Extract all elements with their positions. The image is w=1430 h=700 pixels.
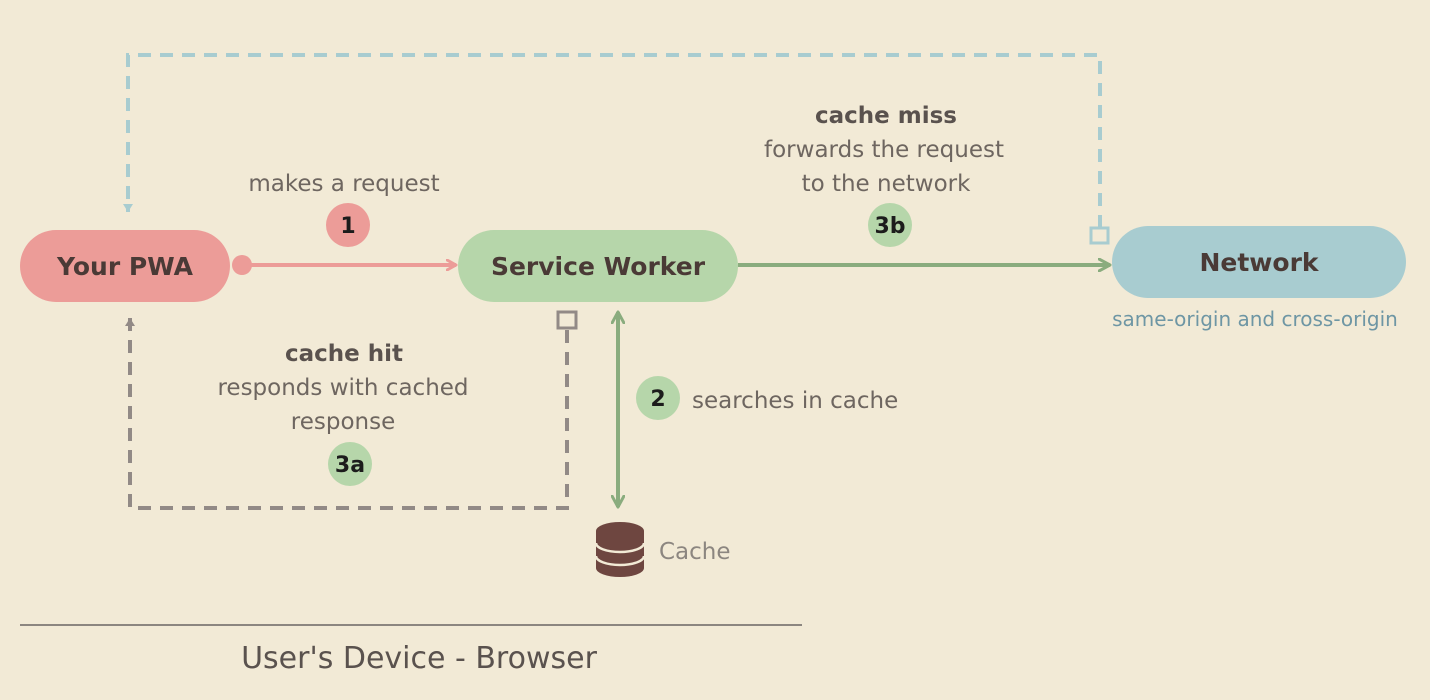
node-your-pwa: Your PWA — [20, 230, 230, 302]
step-2-badge-text: 2 — [650, 387, 665, 412]
step-1-label: makes a request — [248, 171, 439, 197]
step-3b-title: cache miss — [815, 103, 957, 129]
step-1-badge: 1 — [326, 203, 370, 247]
request-start-dot — [232, 255, 252, 275]
cache-hit-path — [125, 310, 578, 510]
node-network: Network — [1112, 226, 1406, 298]
step-3b-line-1: forwards the request — [764, 137, 1004, 163]
step-3a-badge-text: 3a — [335, 453, 365, 478]
database-icon — [594, 522, 646, 577]
node-your-pwa-label: Your PWA — [56, 252, 194, 281]
node-network-label: Network — [1199, 248, 1319, 277]
step-3a-badge: 3a — [328, 442, 372, 486]
request-arrow — [232, 255, 456, 275]
network-sublabel: same-origin and cross-origin — [1112, 307, 1398, 331]
step-3a-title: cache hit — [285, 341, 403, 367]
step-3b-badge: 3b — [868, 203, 912, 247]
network-return-path — [123, 53, 1110, 245]
network-return-start-marker — [1089, 226, 1110, 245]
cache-label: Cache — [659, 539, 731, 565]
step-1-badge-text: 1 — [340, 214, 355, 239]
step-3b-line-2: to the network — [802, 171, 972, 197]
node-service-worker-label: Service Worker — [491, 252, 706, 281]
node-service-worker: Service Worker — [458, 230, 738, 302]
cache-hit-start-marker — [556, 310, 578, 330]
step-3b-badge-text: 3b — [874, 214, 905, 239]
step-2-badge: 2 — [636, 376, 680, 420]
step-2-label: searches in cache — [692, 388, 898, 414]
step-3a-line-2: response — [291, 409, 395, 435]
footer-label: User's Device - Browser — [241, 641, 598, 676]
step-3a-line-1: responds with cached — [217, 375, 468, 401]
